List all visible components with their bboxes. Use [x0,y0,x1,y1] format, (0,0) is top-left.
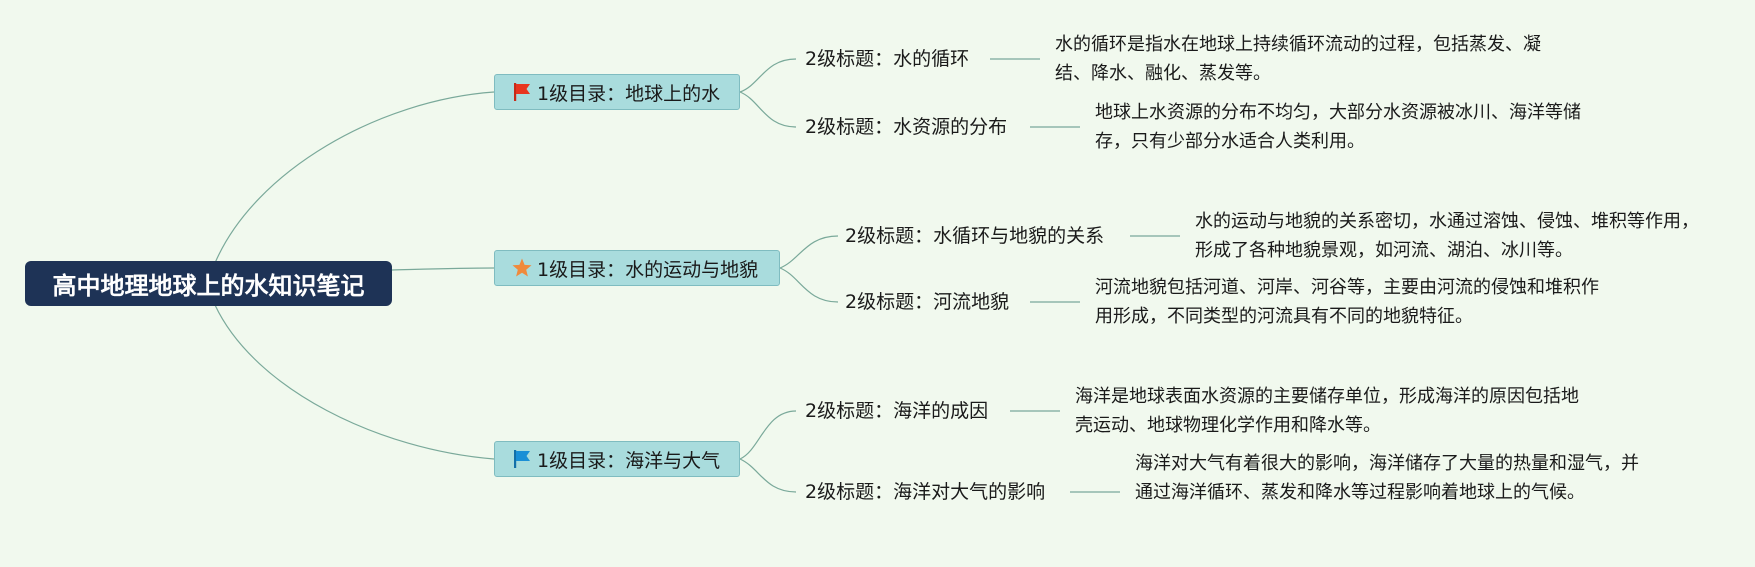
connector-topic-1-sub-2 [739,91,797,128]
blue-flag-icon [514,450,530,468]
root-title: 高中地理地球上的水知识笔记 [52,272,365,300]
subtopic-1-1[interactable]: 2级标题：水的循环 [805,48,970,70]
subtopic-1-2[interactable]: 2级标题：水资源的分布 [805,116,1008,138]
note-2-2: 河流地貌包括河道、河岸、河谷等，主要由河流的侵蚀和堆积作用形成，不同类型的河流具… [1095,277,1599,327]
topic-1-label: 1级目录：地球上的水 [537,82,721,105]
orange-star-icon [512,258,532,277]
connector-root-topic-2 [391,267,495,271]
subtopic-2-1[interactable]: 2级标题：水循环与地貌的关系 [845,225,1105,247]
topic-3[interactable]: 1级目录：海洋与大气 [494,441,740,477]
subtopic-3-1[interactable]: 2级标题：海洋的成因 [805,400,989,422]
connector-topic-3-sub-2 [739,458,797,493]
red-flag-icon [514,83,530,101]
connector-topic-1-sub-1 [739,58,797,93]
topic-3-label: 1级目录：海洋与大气 [537,449,721,472]
topic-2-label: 1级目录：水的运动与地貌 [537,258,759,281]
root-topic[interactable]: 高中地理地球上的水知识笔记 [25,261,392,306]
note-3-2: 海洋对大气有着很大的影响，海洋储存了大量的热量和湿气，并通过海洋循环、蒸发和降水… [1135,453,1639,503]
note-3-1: 海洋是地球表面水资源的主要储存单位，形成海洋的原因包括地壳运动、地球物理化学作用… [1075,386,1579,436]
connector-topic-3-sub-1 [739,410,797,460]
note-1-1: 水的循环是指水在地球上持续循环流动的过程，包括蒸发、凝结、降水、融化、蒸发等。 [1055,34,1541,84]
connector-topic-2-sub-1 [779,235,839,269]
subtopic-3-2[interactable]: 2级标题：海洋对大气的影响 [805,481,1046,503]
note-1-2: 地球上水资源的分布不均匀，大部分水资源被冰川、海洋等储存，只有少部分水适合人类利… [1095,102,1581,152]
connector-topic-2-sub-2 [779,267,839,303]
connector-root-topic-3 [214,304,495,460]
connector-root-topic-1 [214,91,495,264]
subtopic-2-2[interactable]: 2级标题：河流地貌 [845,291,1010,313]
topic-2[interactable]: 1级目录：水的运动与地貌 [494,250,780,286]
topic-1[interactable]: 1级目录：地球上的水 [494,74,740,110]
note-2-1: 水的运动与地貌的关系密切，水通过溶蚀、侵蚀、堆积等作用，形成了各种地貌景观，如河… [1195,211,1699,261]
